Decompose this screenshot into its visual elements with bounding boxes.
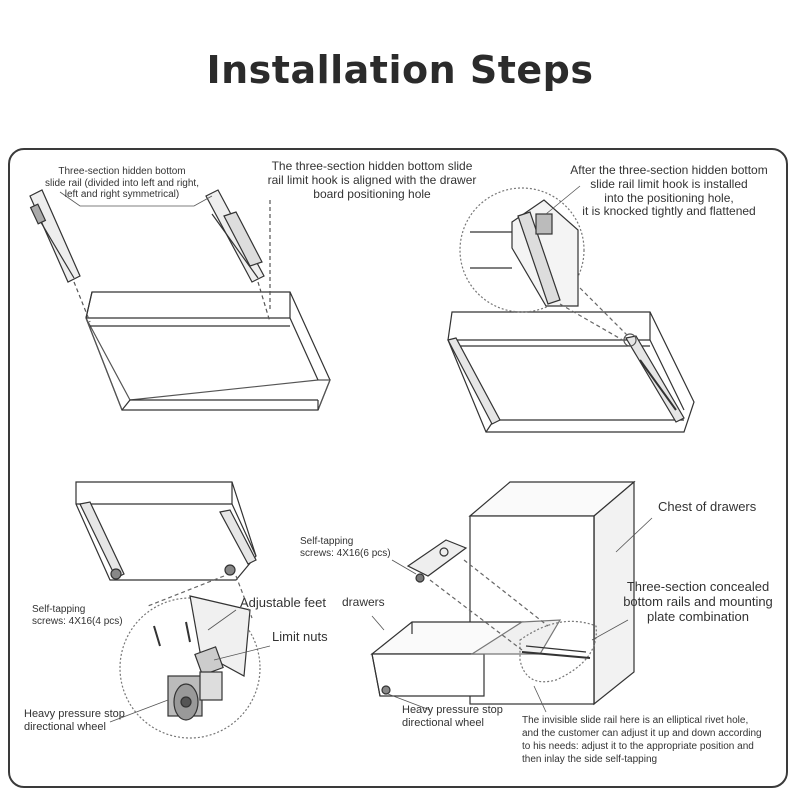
zoom-circle-detail (459, 187, 637, 347)
step4-screws-label-line1: Self-tapping (300, 536, 354, 547)
drawers-label: drawers (342, 595, 385, 609)
limit-nuts-label: Limit nuts (272, 629, 328, 644)
step4-screw-detail (406, 539, 468, 583)
chest-of-drawers-label: Chest of drawers (658, 499, 757, 514)
step3-wheel-label-line1: Heavy pressure stop (24, 708, 125, 720)
step1-rail-label-line3: left and right symmetrical) (64, 189, 180, 200)
step3-wheel-label-line2: directional wheel (24, 720, 106, 733)
step3-screws-label: Self-tapping screws: 4X16(4 pcs) (32, 604, 142, 627)
page-title: Installation Steps (206, 48, 594, 92)
step1-rail-label-line2: slide rail (divided into left and right, (45, 177, 199, 189)
step4-rails-label-line2: bottom rails and mounting (623, 593, 773, 609)
step2-label-line1: After the three-section hidden bottom (570, 163, 768, 177)
step1-hook-label-line1: The three-section hidden bottom slide (271, 159, 473, 173)
step4-wheel-label: Heavy pressure stop directional wheel (402, 704, 542, 729)
step2-drawer-illustration (447, 311, 695, 433)
step4-note-line1: The invisible slide rail here is an elli… (522, 715, 749, 726)
step1-right-rail (205, 189, 265, 283)
step4-note-line4: then inlay the side self-tapping (522, 754, 658, 765)
step1-rail-label-line1: Three-section hidden bottom (58, 166, 186, 177)
step1-hook-label-line2: rail limit hook is aligned with the draw… (267, 172, 477, 187)
chest-of-drawers-illustration (468, 480, 636, 706)
step4-note-line2: and the customer can adjust it up and do… (522, 728, 762, 739)
step2-label-line2: slide rail limit hook is installed (590, 176, 748, 191)
step4-wheel-label-line1: Heavy pressure stop (402, 704, 503, 716)
step2-label: After the three-section hidden bottom sl… (552, 163, 786, 219)
step1-left-rail (29, 189, 81, 283)
step4-screws-label: Self-tapping screws: 4X16(6 pcs) (300, 536, 410, 559)
step4-note: The invisible slide rail here is an elli… (522, 714, 784, 766)
rail-zoom-ellipse (519, 620, 597, 683)
step2-label-line3: into the positioning hole, (604, 190, 734, 205)
adjustable-feet-label: Adjustable feet (240, 595, 327, 610)
step3-wheel-label: Heavy pressure stop directional wheel (24, 708, 164, 733)
step1-rail-label: Three-section hidden bottom slide rail (… (42, 166, 202, 201)
step4-rails-label-line3: plate combination (647, 608, 749, 624)
step4-wheel-label-line2: directional wheel (402, 716, 484, 729)
wheel-zoom-circle (119, 595, 261, 739)
step1-hook-label-line3: board positioning hole (313, 186, 431, 201)
step3-screws-label-line2: screws: 4X16(4 pcs) (32, 615, 123, 627)
step4-rails-label: Three-section concealed bottom rails and… (610, 579, 786, 625)
step1-hook-label: The three-section hidden bottom slide ra… (252, 159, 492, 201)
step3-screws-label-line1: Self-tapping (32, 604, 86, 615)
drawer-pull-out (370, 619, 562, 697)
step4-screws-label-line2: screws: 4X16(6 pcs) (300, 547, 391, 559)
step2-label-line4: it is knocked tightly and flattened (582, 204, 756, 219)
step1-drawer-illustration (85, 291, 331, 411)
step3-drawer-illustration (75, 481, 257, 581)
step4-rails-label-line1: Three-section concealed (626, 579, 770, 594)
step4-note-line3: to his needs: adjust it to the appropria… (522, 741, 754, 752)
